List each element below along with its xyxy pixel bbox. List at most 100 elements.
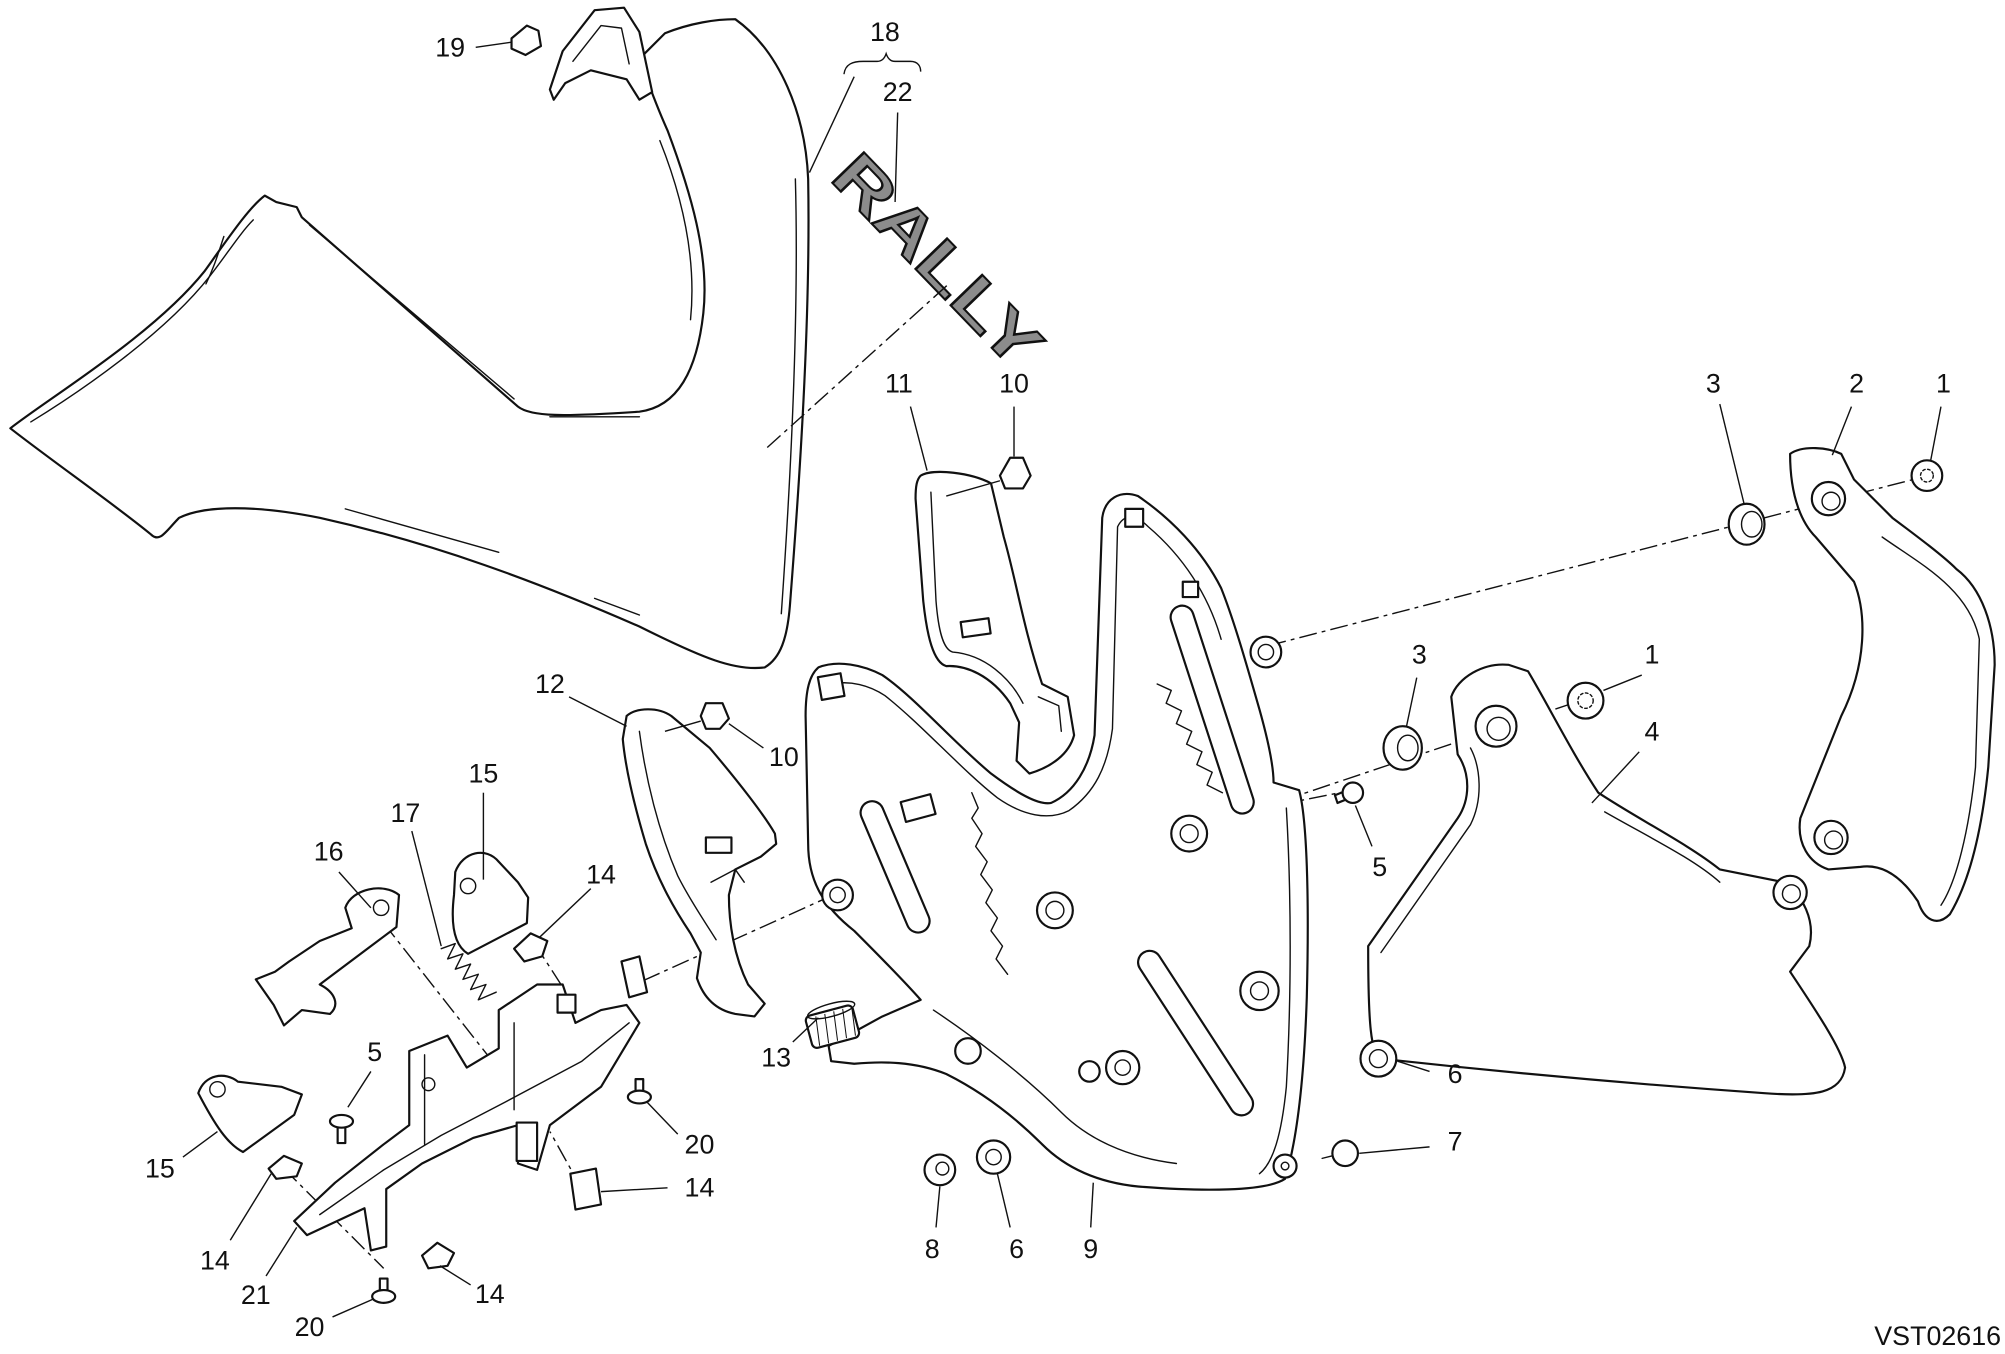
callout-label: 8 [925,1234,940,1264]
spring-17 [440,942,497,1001]
side-cover-2-edge [1881,536,1981,906]
callout-label: 11 [885,369,913,399]
adjuster-knob-13 [804,1000,861,1049]
adjuster-knob-top [806,1000,856,1020]
mounting-hole-inner [1821,491,1841,511]
callout-label: 7 [1448,1127,1463,1157]
inner-panel-11-edge [1037,696,1063,733]
frame-tab [899,793,937,823]
frame-inner-edge [932,1009,1178,1165]
leader-line [1603,674,1643,692]
leader-line [332,1298,374,1318]
side-cover-4 [1367,663,1847,1096]
cap-15-upper-group [451,851,530,955]
leader-line [935,1186,941,1228]
fairing-edge-line [659,139,693,321]
callout-label: 14 [200,1246,230,1276]
frame-boss [1239,970,1280,1012]
callout-label: 17 [390,798,420,828]
assembly-line [642,891,840,982]
leader-line [411,830,442,947]
leader-line [808,76,855,173]
screw-20-head [371,1288,397,1304]
inner-panel-11-tab [959,617,992,639]
fairing-edge-line [308,224,515,400]
callout-label: 18 [870,17,900,47]
frame-boss [1035,891,1074,930]
leader-line [347,1071,372,1108]
frame-boss-hole [1179,823,1199,844]
leader-line [1719,403,1745,504]
frame-boss [1104,1049,1141,1086]
leader-line [646,1101,679,1135]
leader-line [1591,751,1640,804]
callout-label: 5 [1372,852,1387,882]
frame-boss [821,878,854,912]
mounting-hole [1813,819,1849,856]
mount-bracket-21-edge [423,1022,515,1146]
leader-line [568,696,627,727]
leader-line [728,723,764,749]
frame-boss [954,1037,982,1065]
callout-label: 3 [1412,640,1427,670]
drawing-code: VST02616 [1874,1321,2001,1351]
callout-label: 5 [367,1037,382,1067]
screw-5 [328,1113,355,1145]
callout-label: 2 [1849,369,1864,399]
screw-20 [626,1078,652,1105]
mount-bracket-21-group [293,983,641,1252]
mount-bracket-21-hole [421,1077,436,1092]
clip-14 [569,1167,603,1211]
inner-panel-12-group [621,708,778,1018]
inner-panel-12-edge [710,868,745,883]
fairing-edge-line [205,235,225,285]
mount-bracket-21-tab [515,1121,539,1163]
inner-panel-11-group [914,470,1076,775]
frame-inner-edge [1258,807,1291,1175]
callout-label: 10 [769,742,799,772]
frame-boss [1249,635,1283,669]
mount-bracket-21 [293,983,641,1252]
callout-labels: 19 18 22 11 10 3 2 1 3 1 4 12 10 15 17 1… [145,17,1951,1342]
plug-1-dots [1919,468,1934,483]
frame-boss [1170,814,1209,853]
fairing-panel [9,18,810,670]
leader-line [1359,1146,1430,1154]
leader-line [792,1017,819,1043]
grommet-3-inner [1740,510,1763,538]
frame-serration [971,792,1009,975]
callout-label: 20 [685,1129,715,1159]
frame-boss-hole [1045,900,1065,920]
frame-serration [1156,683,1224,794]
frame-tab [1181,580,1200,599]
strap-16-hole [372,899,390,917]
frame-boss-hole [1249,981,1270,1001]
callout-label: 14 [586,859,616,889]
cap-15-hole [209,1080,226,1098]
leader-line [1354,805,1373,847]
fairing-edge-line [780,178,797,615]
brace-18 [843,51,922,75]
assembly-line [766,283,950,449]
grommet-3 [1382,725,1423,771]
grommet-3-inner [1396,734,1419,762]
callout-label: 22 [883,77,913,107]
side-cover-4-edge [1604,811,1721,883]
assembly-line [383,922,493,1062]
nut-8-hole [935,1161,950,1176]
callout-label: 13 [761,1042,791,1072]
frame-lower-slot [1137,949,1255,1117]
rally-decal: RALLY [819,139,1057,382]
callout-label: 14 [685,1173,715,1203]
side-cover-4-edge [1380,747,1480,954]
leader-line [1397,1060,1430,1073]
callout-label: 9 [1083,1234,1098,1264]
grommet-3 [1727,502,1766,546]
leader-line [265,1227,298,1277]
callout-label: 1 [1645,640,1660,670]
mount-bracket-21-edge [319,1022,630,1216]
leader-line [1831,406,1853,456]
side-cover-2-group [1789,447,1996,922]
callout-label: 3 [1706,369,1721,399]
